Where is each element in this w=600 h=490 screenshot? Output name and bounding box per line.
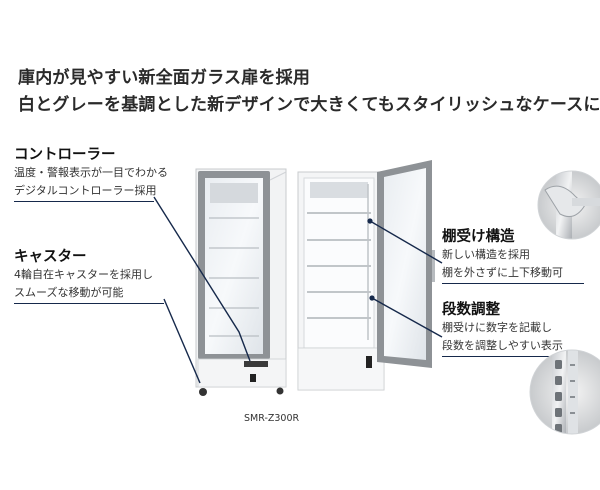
feature-shelf-adjust-line-2: 段数を調整しやすい表示 — [442, 339, 563, 352]
leader-shelf-support — [369, 220, 443, 264]
leader-dot — [367, 218, 373, 224]
feature-controller: コントローラー 温度・警報表示が一目でわかる デジタルコントローラー採用 — [14, 143, 199, 202]
leader-lines — [153, 196, 443, 384]
feature-shelf-support-line-2: 棚を外さずに上下移動可 — [442, 266, 563, 279]
closed-base — [197, 358, 287, 388]
headline-line-1: 庫内が見やすい新全面ガラス扉を採用 — [18, 68, 311, 88]
feature-caster-rule — [14, 303, 164, 304]
feature-caster-title: キャスター — [14, 249, 87, 265]
caster-wheel-icon — [199, 388, 207, 396]
feature-shelf-support: 棚受け構造 新しい構造を採用 棚を外さずに上下移動可 — [442, 225, 592, 284]
closed-top-light — [210, 183, 258, 203]
model-number: SMR-Z300R — [244, 413, 300, 424]
open-door-glass — [384, 168, 426, 360]
open-shelves — [307, 212, 371, 319]
feature-controller-title: コントローラー — [14, 147, 116, 163]
digital-controller — [244, 361, 268, 367]
open-switch-icon — [366, 356, 372, 368]
closed-door-glass — [205, 178, 263, 354]
headline-line-2: 白とグレーを基調とした新デザインで大きくてもスタイリッシュなケースに — [18, 95, 600, 115]
leader-shelf-adjust — [371, 297, 443, 338]
detail-shelf-support — [537, 170, 600, 240]
feature-shelf-adjust-rule — [442, 356, 584, 357]
showcase-closed — [195, 168, 287, 396]
detail-shelf-adjust — [529, 349, 600, 435]
controller-switch-icon — [250, 374, 256, 382]
caster-wheel-icon — [276, 387, 284, 395]
closed-shelves — [209, 217, 259, 337]
feature-controller-line-1: 温度・警報表示が一目でわかる — [14, 166, 168, 179]
feature-shelf-support-rule — [442, 283, 584, 284]
leader-dot — [369, 295, 375, 301]
showcase-open — [297, 160, 435, 391]
feature-controller-line-2: デジタルコントローラー採用 — [14, 184, 157, 197]
feature-shelf-adjust: 段数調整 棚受けに数字を記載し 段数を調整しやすい表示 — [442, 298, 592, 357]
feature-caster: キャスター 4輪自在キャスターを採用し スムーズな移動が可能 — [14, 245, 199, 304]
feature-caster-line-1: 4輪自在キャスターを採用し — [14, 268, 153, 281]
feature-shelf-support-title: 棚受け構造 — [442, 229, 515, 245]
door-handle — [432, 250, 435, 282]
feature-shelf-adjust-title: 段数調整 — [442, 302, 500, 318]
leader-caster — [163, 298, 201, 384]
feature-controller-rule — [14, 201, 154, 202]
feature-shelf-support-line-1: 新しい構造を採用 — [442, 248, 530, 261]
leader-controller — [153, 196, 251, 362]
open-base — [297, 347, 385, 391]
open-interior — [303, 177, 375, 349]
feature-shelf-adjust-line-1: 棚受けに数字を記載し — [442, 321, 552, 334]
feature-caster-line-2: スムーズな移動が可能 — [14, 286, 124, 299]
open-top-light — [310, 182, 368, 198]
